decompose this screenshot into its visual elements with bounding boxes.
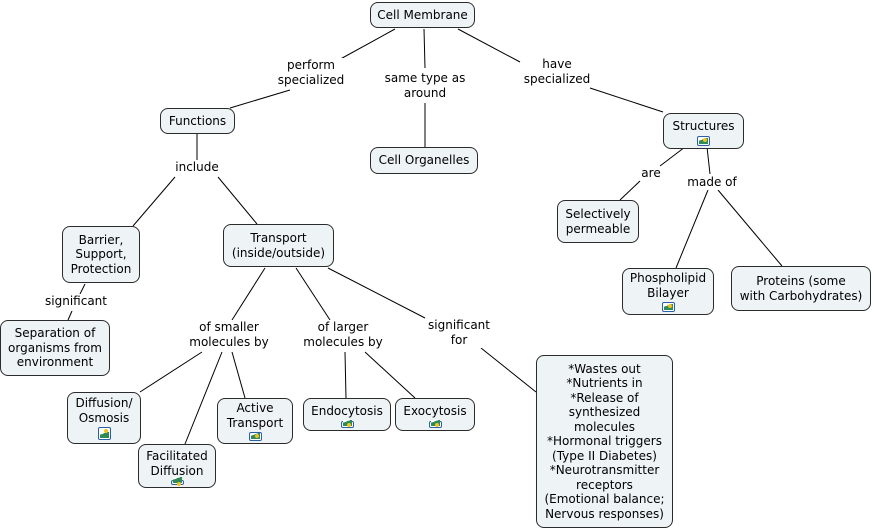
concept-label: Facilitated Diffusion — [146, 449, 208, 478]
concept-proteins[interactable]: Proteins (some with Carbohydrates) — [731, 266, 871, 311]
link-smaller-molecules[interactable]: of smaller molecules by — [189, 320, 269, 350]
concept-exocytosis[interactable]: Exocytosis — [395, 398, 475, 431]
concept-label: Cell Membrane — [377, 7, 468, 22]
concept-endocytosis[interactable]: Endocytosis — [303, 398, 391, 431]
concept-label: *Wastes out *Nutrients in *Release of sy… — [544, 361, 665, 521]
concept-label: Functions — [168, 113, 227, 128]
image-attachment-icon[interactable] — [428, 420, 442, 428]
concept-label: Cell Organelles — [378, 153, 470, 168]
concept-significance-list[interactable]: *Wastes out *Nutrients in *Release of sy… — [536, 355, 673, 528]
image-attachment-icon[interactable] — [661, 302, 675, 312]
link-larger-molecules[interactable]: of larger molecules by — [303, 320, 383, 350]
link-have-specialized[interactable]: have specialized — [523, 57, 591, 87]
link-same-type-as-around[interactable]: same type as around — [384, 71, 466, 101]
concept-cell-organelles[interactable]: Cell Organelles — [370, 147, 478, 174]
concept-transport[interactable]: Transport (inside/outside) — [223, 224, 334, 267]
concept-label: Transport (inside/outside) — [231, 231, 326, 260]
concept-label: Separation of organisms from environment — [8, 326, 102, 370]
concept-selectively-permeable[interactable]: Selectively permeable — [557, 200, 639, 243]
concept-label: Proteins (some with Carbohydrates) — [739, 274, 863, 303]
image-attachment-icon[interactable] — [697, 135, 710, 146]
concept-barrier[interactable]: Barrier, Support, Protection — [62, 226, 140, 283]
concept-label: Structures — [672, 119, 735, 133]
image-attachment-icon[interactable] — [340, 420, 354, 428]
link-are[interactable]: are — [641, 166, 661, 181]
concept-functions[interactable]: Functions — [160, 108, 235, 134]
concept-label: Selectively permeable — [565, 207, 631, 236]
concept-active-transport[interactable]: Active Transport — [217, 398, 293, 444]
concept-label: Endocytosis — [311, 404, 383, 418]
concept-separation[interactable]: Separation of organisms from environment — [0, 320, 110, 376]
concept-facilitated-diffusion[interactable]: Facilitated Diffusion — [138, 444, 216, 488]
link-made-of[interactable]: made of — [687, 175, 737, 190]
link-significant[interactable]: significant — [45, 294, 107, 309]
concept-label: Exocytosis — [403, 404, 467, 418]
link-include[interactable]: include — [175, 160, 219, 175]
concept-label: Diffusion/ Osmosis — [75, 396, 133, 425]
concept-structures[interactable]: Structures — [663, 113, 744, 149]
concept-phospholipid-bilayer[interactable]: Phospholipid Bilayer — [622, 268, 714, 315]
link-perform-specialized[interactable]: perform specialized — [277, 58, 345, 88]
concept-label: Active Transport — [226, 401, 284, 430]
concept-label: Barrier, Support, Protection — [70, 232, 132, 276]
image-attachment-icon[interactable] — [248, 432, 262, 441]
image-attachment-icon[interactable] — [170, 477, 184, 486]
link-significant-for[interactable]: significant for — [428, 318, 490, 348]
concept-diffusion-osmosis[interactable]: Diffusion/ Osmosis — [67, 392, 141, 444]
concept-label: Phospholipid Bilayer — [629, 271, 707, 300]
concept-cell-membrane[interactable]: Cell Membrane — [370, 2, 475, 28]
image-attachment-icon[interactable] — [97, 427, 111, 440]
